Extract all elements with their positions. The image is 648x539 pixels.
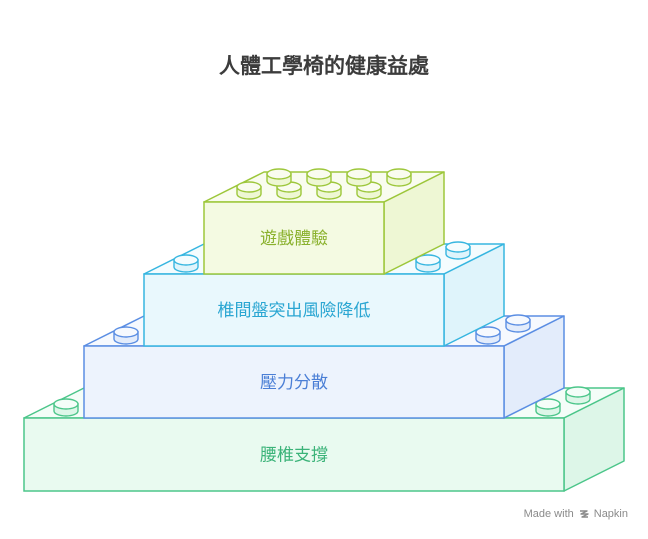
brick-stud xyxy=(306,168,332,187)
brick-stud xyxy=(386,168,412,187)
brick-stud xyxy=(236,181,262,200)
brick-stud xyxy=(53,398,79,417)
brick-stud xyxy=(505,314,531,333)
pyramid-block-4: 遊戲體驗 xyxy=(203,168,445,275)
block-label-4: 遊戲體驗 xyxy=(260,229,328,249)
block-front-face xyxy=(83,345,505,419)
footer: Made with Napkin xyxy=(524,508,628,520)
made-with-text: Made with xyxy=(523,508,574,520)
brick-stud xyxy=(565,386,591,405)
brick-stud xyxy=(346,168,372,187)
napkin-logo-icon xyxy=(579,510,589,518)
page-title: 人體工學椅的健康益處 xyxy=(219,54,429,78)
brick-stud xyxy=(535,398,561,417)
block-front-face xyxy=(143,273,445,347)
napkin-brand-text: Napkin xyxy=(593,508,628,520)
brick-stud xyxy=(475,326,501,345)
block-label-2: 壓力分散 xyxy=(260,373,328,393)
block-front-face xyxy=(23,417,565,492)
block-label-3: 椎間盤突出風險降低 xyxy=(218,301,371,321)
brick-stud xyxy=(415,254,441,273)
block-label-1: 腰椎支撐 xyxy=(260,446,328,466)
block-front-face xyxy=(203,201,385,275)
brick-stud xyxy=(113,326,139,345)
brick-stud xyxy=(445,241,471,260)
brick-stud xyxy=(173,254,199,273)
brick-stud xyxy=(266,168,292,187)
